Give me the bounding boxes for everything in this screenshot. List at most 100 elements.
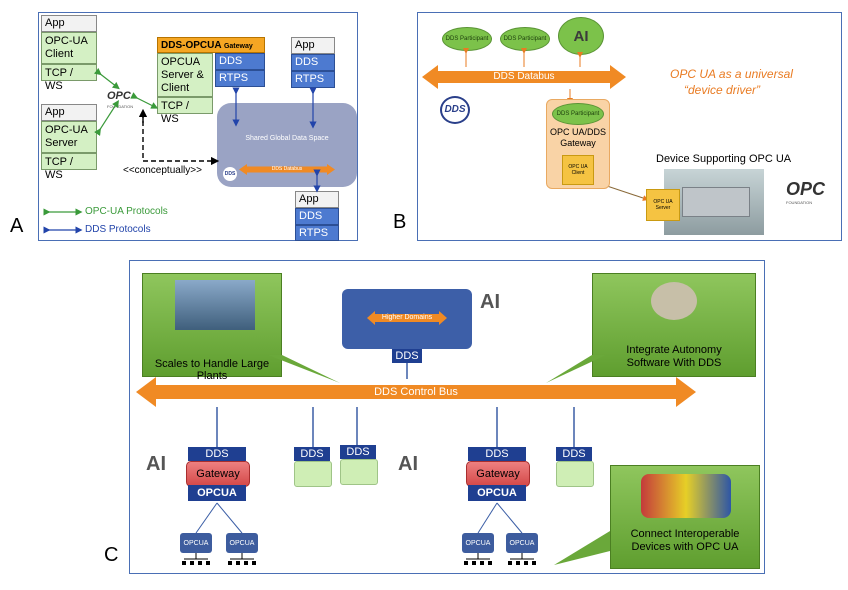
gw1-gateway: Gateway (186, 461, 250, 487)
opc-foundation-text: FOUNDATION (107, 104, 134, 109)
gw2-gateway-label: Gateway (476, 468, 520, 480)
client-tcp-label: TCP / WS (45, 67, 73, 92)
dds-node-1-label: DDS (300, 448, 324, 460)
dds-node-2-label: DDS (346, 446, 370, 458)
shared-data-space: Shared Global Data Space DDS Databus DDS (217, 103, 357, 187)
rb-app-box: App (295, 191, 339, 208)
rt-app-label: App (295, 39, 315, 51)
control-bus-label: DDS Control Bus (374, 386, 458, 398)
ai-head-mid-label: AI (398, 453, 418, 475)
rt-dds-label: DDS (295, 56, 319, 68)
gw1-gateway-label: Gateway (196, 468, 240, 480)
gateway-rtps-box: RTPS (215, 70, 265, 87)
panel-c: Higher Domains DDS AI Scales to Handle L… (129, 260, 765, 574)
gateway-client-box: OPC UA Client (562, 155, 594, 185)
client-opcua-label: OPC-UA Client (45, 35, 88, 60)
robot-image (651, 282, 697, 320)
device-image (664, 169, 764, 235)
gateway-opcua-label: OPCUA Server & Client (161, 56, 204, 94)
device-rack (682, 187, 750, 217)
panel-a: App OPC-UA Client TCP / WS App OPC-UA Se… (38, 12, 358, 241)
dds-node-3: DDS (556, 447, 592, 461)
gateway-suffix: Gateway (223, 43, 253, 50)
server-opcua-box: OPC-UA Server (41, 121, 97, 153)
dds-node-3-label: DDS (562, 448, 586, 460)
opcua-node-2: OPCUA (226, 533, 258, 553)
opcua-universal-line1: OPC UA as a universal (670, 67, 793, 81)
opcua-universal-line2: “device driver” (684, 83, 761, 97)
panel-c-shapes (136, 355, 696, 565)
server-opcua-label: OPC-UA Server (45, 124, 88, 149)
dds-logo-a-text: DDS (224, 171, 236, 177)
panel-c-letter: C (104, 544, 119, 566)
gateway-participant-label: DDS Participant (556, 110, 600, 117)
dds-small-logo-a: DDS (223, 167, 237, 181)
participant-1-label: DDS Participant (445, 35, 489, 42)
gateway-opcua-box: OPCUA Server & Client (157, 53, 213, 97)
server-tcp-box: TCP / WS (41, 153, 97, 181)
gw2-opcua: OPCUA (468, 485, 526, 501)
rt-rtps-box: RTPS (291, 71, 335, 88)
gw1-opcua: OPCUA (188, 485, 246, 501)
rb-dds-label: DDS (299, 210, 323, 222)
opcua-node-1: OPCUA (180, 533, 212, 553)
callout-devices-text: Connect Interoperable Devices with OPC U… (630, 528, 740, 553)
callout-devices: Connect Interoperable Devices with OPC U… (610, 465, 760, 569)
gateway-title-box: DDS-OPCUA Gateway (157, 37, 265, 53)
participant-2: DDS Participant (500, 27, 550, 51)
dds-node-3-device (556, 461, 594, 487)
ai-head-top-label: AI (480, 291, 500, 313)
opc-logo-b-text: OPC (786, 179, 826, 199)
dds-node-1-device (294, 461, 332, 487)
rb-rtps-label: RTPS (299, 227, 329, 239)
gw2-opcua-label: OPCUA (477, 487, 517, 499)
opcua-dds-gateway: DDS Participant OPC UA/DDS Gateway OPC U… (546, 99, 610, 189)
server-app-box: App (41, 104, 97, 121)
gateway-dds-label: DDS (219, 55, 243, 67)
opc-logo-b: OPC FOUNDATION (786, 179, 836, 205)
rt-rtps-label: RTPS (295, 73, 325, 85)
gw2-gateway: Gateway (466, 461, 530, 487)
opcua-node-4: OPCUA (506, 533, 538, 553)
callout-plants-text: Scales to Handle Large Plants (154, 358, 270, 382)
participant-2-label: DDS Participant (503, 35, 547, 42)
higher-domains-box: Higher Domains (342, 289, 472, 349)
opcua-node-3-label: OPCUA (465, 539, 491, 547)
gateway-dds-box: DDS (215, 53, 265, 70)
opc-foundation-b: FOUNDATION (786, 200, 813, 205)
ai-participant-label: AI (573, 27, 589, 45)
panel-b-letter: B (393, 211, 407, 233)
client-app-box: App (41, 15, 97, 32)
databus-label-b: DDS Databus (493, 71, 555, 82)
gateway-participant: DDS Participant (552, 103, 604, 125)
client-opcua-box: OPC-UA Client (41, 32, 97, 64)
client-tcp-box: TCP / WS (41, 64, 97, 92)
panel-a-letter: A (10, 215, 24, 237)
gw2-dds: DDS (468, 447, 526, 461)
top-dds-label: DDS (395, 350, 419, 362)
legend-opc: OPC-UA Protocols (85, 206, 168, 217)
top-dds-block: DDS (392, 349, 422, 363)
rb-app-label: App (299, 193, 319, 205)
hexagon-graphic (641, 474, 731, 518)
gw1-dds-label: DDS (205, 448, 229, 460)
gateway-tcp-label: TCP / WS (161, 100, 189, 125)
opcua-node-1-label: OPCUA (183, 539, 209, 547)
opc-foundation-logo: OPC FOUNDATION (107, 86, 155, 109)
gateway-b-title: OPC UA/DDS Gateway (549, 127, 606, 148)
dds-node-2-device (340, 459, 378, 485)
opcua-node-3: OPCUA (462, 533, 494, 553)
gateway-title: DDS-OPCUA (161, 40, 222, 51)
dds-node-1: DDS (294, 447, 330, 461)
ai-head-top: AI (480, 291, 500, 314)
panel-b: DDS Participant DDS Participant AI DDS D… (417, 12, 842, 241)
opc-logo-text: OPC (107, 90, 131, 102)
higher-domains-label: Higher Domains (381, 314, 433, 321)
dds-node-2: DDS (340, 445, 376, 459)
conceptually-label: <<conceptually>> (123, 165, 202, 176)
opcua-node-2-label: OPCUA (229, 539, 255, 547)
rt-dds-box: DDS (291, 54, 335, 71)
gateway-tcp-box: TCP / WS (157, 97, 213, 125)
plant-photo (175, 280, 255, 330)
databus-label-a: DDS Databus (271, 166, 303, 172)
